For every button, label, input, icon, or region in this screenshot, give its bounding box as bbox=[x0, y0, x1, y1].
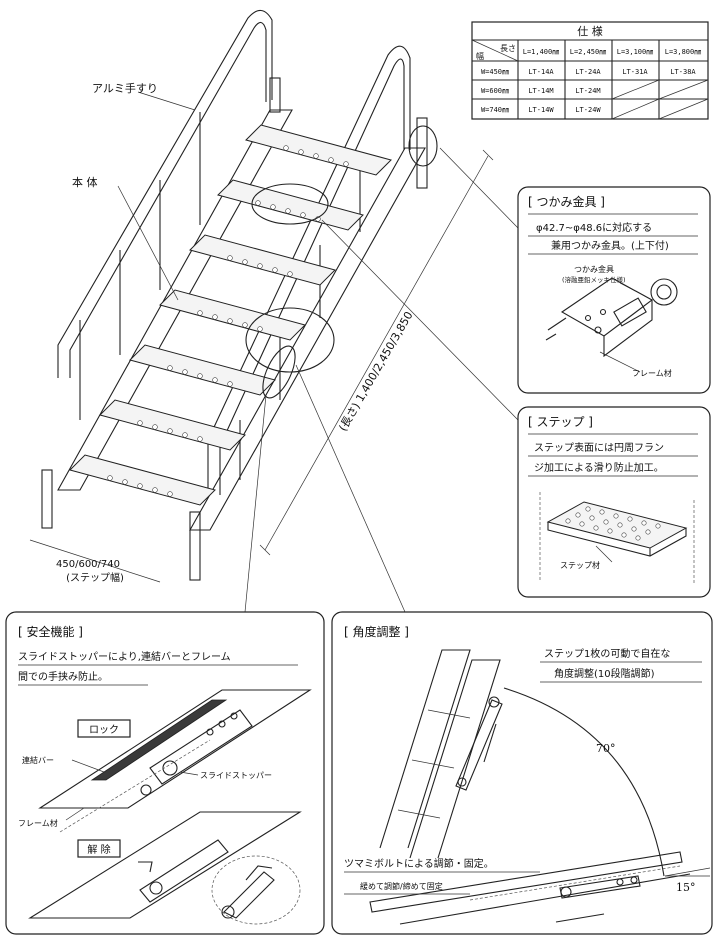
spec-title: 仕 様 bbox=[577, 24, 603, 38]
grip-title: [ つかみ金具 ] bbox=[528, 194, 605, 209]
spec-col-1: L=1,400㎜ bbox=[523, 48, 560, 56]
tread-group bbox=[69, 124, 392, 506]
spec-row-1-width: W=450㎜ bbox=[481, 68, 509, 76]
slide-stopper-label: スライドストッパー bbox=[200, 771, 272, 780]
spec-corner-length: 長さ bbox=[500, 44, 516, 53]
grip-fitting-panel: [ つかみ金具 ] φ42.7~φ48.6に対応する 兼用つかみ金具。(上下付)… bbox=[517, 186, 711, 394]
step-title: [ ステップ ] bbox=[528, 415, 593, 429]
release-label: 解 除 bbox=[87, 843, 110, 856]
step-part-label: ステップ材 bbox=[560, 560, 600, 570]
safety-function-panel: [ 安全機能 ] スライドストッパーにより,連結バーとフレーム 間での手挟み防止… bbox=[5, 611, 325, 935]
label-aluminum-handrail: アルミ手すり bbox=[92, 81, 158, 95]
spec-col-2: L=2,450㎜ bbox=[570, 48, 607, 56]
spec-table: 仕 様 長さ 幅 L=1,400㎜ L=2,450㎜ L=3,100㎜ L=3,… bbox=[471, 21, 709, 120]
spec-row-1-cell-1: LT-14A bbox=[528, 68, 554, 76]
spec-row-2-cell-1: LT-14M bbox=[528, 87, 553, 95]
spec-row-1-cell-4: LT-38A bbox=[670, 68, 696, 76]
grip-part-note: (溶融亜鉛メッキ仕様) bbox=[562, 275, 626, 284]
angle-adjustment-panel: [ 角度調整 ] ステップ1枚の可動で自在な 角度調整(10段階調節) 70° … bbox=[331, 611, 713, 935]
step-surface-holes bbox=[565, 506, 661, 541]
step-desc-1: ステップ表面には円周フラン bbox=[534, 441, 664, 454]
bolt-note: 緩めて調節/締めて固定 bbox=[360, 881, 443, 891]
length-dimension: (長さ) 1,400/2,450/3,850 bbox=[336, 309, 415, 433]
spec-col-3: L=3,100㎜ bbox=[617, 48, 654, 56]
grip-desc-1: φ42.7~φ48.6に対応する bbox=[536, 221, 652, 234]
spec-row-3-cell-1: LT-14W bbox=[528, 106, 554, 114]
spec-row-2-cell-2: LT-24M bbox=[575, 87, 600, 95]
safety-desc-1: スライドストッパーにより,連結バーとフレーム bbox=[18, 650, 231, 663]
angle-max-label: 70° bbox=[596, 742, 616, 755]
spec-row-1-cell-3: LT-31A bbox=[622, 68, 648, 76]
angle-min-label: 15° bbox=[676, 881, 696, 894]
width-dimension: 450/600/740 bbox=[56, 559, 120, 570]
main-stair-illustration: (長さ) 1,400/2,450/3,850 450/600/740 (ステップ… bbox=[29, 9, 519, 613]
angle-desc-2: 角度調整(10段階調節) bbox=[554, 667, 655, 680]
angle-desc-1: ステップ1枚の可動で自在な bbox=[544, 647, 670, 660]
spec-corner-width: 幅 bbox=[476, 51, 484, 61]
step-desc-2: ジ加工による滑り防止加工。 bbox=[534, 461, 664, 474]
spec-row-3-cell-2: LT-24W bbox=[575, 106, 601, 114]
tread-holes bbox=[107, 145, 349, 497]
grip-part-label: つかみ金具 bbox=[574, 264, 614, 274]
bolt-label: ツマミボルトによる調節・固定。 bbox=[344, 857, 494, 870]
safety-title: [ 安全機能 ] bbox=[18, 624, 83, 639]
grip-frame-label: フレーム材 bbox=[632, 368, 672, 378]
frame-label: フレーム材 bbox=[18, 818, 58, 828]
spec-row-1-cell-2: LT-24A bbox=[575, 68, 601, 76]
angle-title: [ 角度調整 ] bbox=[344, 624, 409, 639]
width-note: (ステップ幅) bbox=[66, 571, 124, 584]
spec-row-2-width: W=600㎜ bbox=[481, 87, 509, 95]
label-main-body: 本 体 bbox=[72, 175, 98, 189]
spec-col-4: L=3,800㎜ bbox=[665, 48, 702, 56]
connecting-bar-label: 連結バー bbox=[22, 755, 54, 765]
grip-desc-2: 兼用つかみ金具。(上下付) bbox=[551, 239, 669, 252]
lock-label: ロック bbox=[89, 724, 119, 736]
safety-desc-2: 間での手挟み防止。 bbox=[18, 670, 108, 683]
step-panel: [ ステップ ] ステップ表面には円周フラン ジ加工による滑り防止加工。 ステッ… bbox=[517, 406, 711, 598]
spec-row-3-width: W=740㎜ bbox=[481, 106, 509, 114]
